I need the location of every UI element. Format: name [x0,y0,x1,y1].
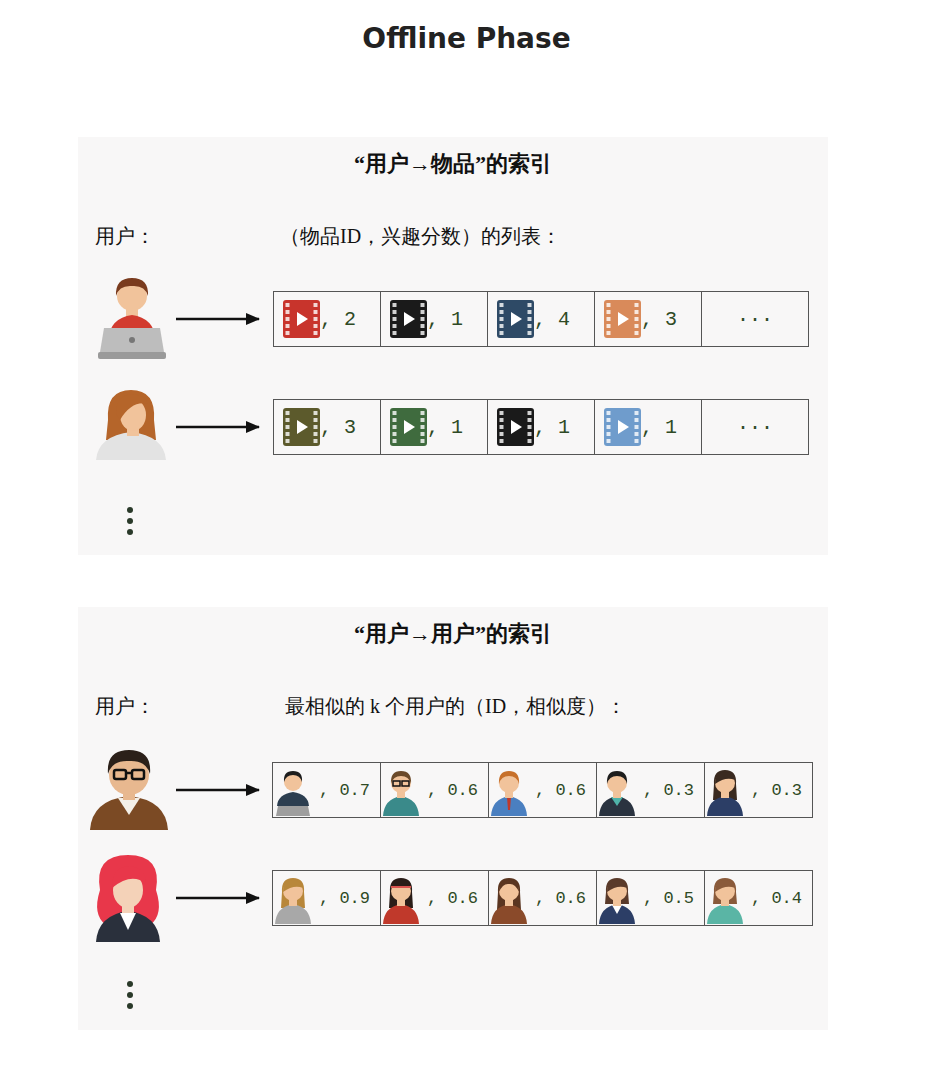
user-icon [90,750,168,830]
list-cell: , 0.3 [596,762,705,818]
list-cell: , 0.6 [488,762,597,818]
list-cell: , 4 [487,291,595,347]
cell-value: , 0.9 [319,889,370,908]
person-icon [275,878,743,924]
cell-value: , 1 [534,416,570,439]
user-icon [96,390,166,460]
list-cell: , 1 [594,399,702,455]
cell-value: , 0.3 [643,781,694,800]
cell-value: , 0.6 [427,781,478,800]
cell-value: , 3 [641,308,677,331]
cell-value: , 2 [320,308,356,331]
cell-value: , 0.6 [427,889,478,908]
list-cell: , 1 [380,291,488,347]
list-cell: , 0.7 [272,762,381,818]
cell-value: , 0.6 [535,781,586,800]
panel-heading: “用户→用户”的索引 [78,619,828,649]
cell-value: , 1 [427,416,463,439]
panel-ground [78,607,828,1030]
cell-value: , 0.4 [751,889,802,908]
list-cell: , 0.6 [488,870,597,926]
list-cell: , 0.6 [380,762,489,818]
diagram-title: Offline Phase [0,22,933,55]
list-cell: , 0.6 [380,870,489,926]
cell-value: , 0.5 [643,889,694,908]
cell-value: , 1 [427,308,463,331]
list-cell: , 1 [487,399,595,455]
user-icon [98,278,166,359]
cell-value: ··· [737,416,773,439]
panel-label: 用户： [95,223,155,250]
arrow [176,319,259,898]
list-cell: , 1 [380,399,488,455]
list-cell: , 0.4 [704,870,813,926]
cell-value: , 1 [641,416,677,439]
panel-ground [78,137,828,555]
list-cell: , 2 [273,291,381,347]
video-icon [283,300,641,446]
list-cell: ··· [701,291,809,347]
cell-value: , 0.7 [319,781,370,800]
user-icon [96,855,160,942]
index-panel: “用户→物品”的索引用户： （物品ID，兴趣分数）的列表： , 2 , 1 , 4 , 3… [78,137,828,555]
list-cell: , 0.5 [596,870,705,926]
cell-value: , 0.6 [535,889,586,908]
list-cell: , 0.3 [704,762,813,818]
cell-value: , 3 [320,416,356,439]
index-panel: “用户→用户”的索引用户： 最相似的 k 个用户的（ID，相似度）： , 0.7 , … [78,607,828,1030]
list-cell: , 0.9 [272,870,381,926]
cell-value: ··· [737,308,773,331]
panel-label: （物品ID，兴趣分数）的列表： [280,223,561,250]
cell-value: , 4 [534,308,570,331]
list-cell: , 3 [594,291,702,347]
list-cell: ··· [701,399,809,455]
person-icon [276,770,743,816]
cell-value: , 0.3 [751,781,802,800]
panel-heading: “用户→物品”的索引 [78,149,828,179]
panel-label: 最相似的 k 个用户的（ID，相似度）： [285,693,626,720]
panel-label: 用户： [95,693,155,720]
list-cell: , 3 [273,399,381,455]
